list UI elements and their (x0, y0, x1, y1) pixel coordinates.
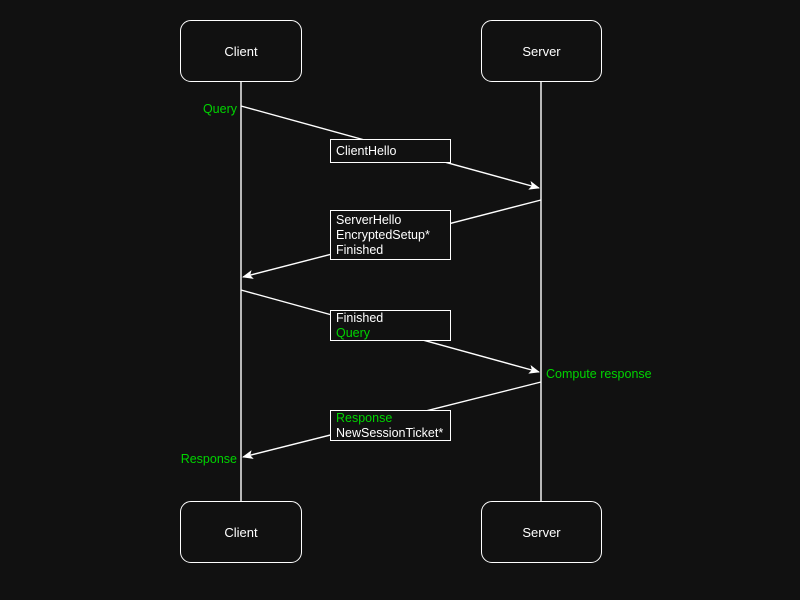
note-query-label: Query (202, 102, 237, 116)
note-response-label: Response (180, 452, 237, 466)
actor-client-top-label: Client (224, 43, 258, 59)
message-box-client-hello[interactable]: ClientHello (330, 139, 451, 163)
note-compute-response: Compute response (546, 367, 652, 381)
message-box-server-hello[interactable]: ServerHello EncryptedSetup* Finished (330, 210, 451, 260)
message-line: EncryptedSetup* (336, 227, 430, 242)
actor-server-top-label: Server (522, 43, 561, 59)
note-response: Response (137, 452, 237, 466)
note-compute-response-label: Compute response (546, 367, 652, 381)
actor-client-bottom[interactable]: Client (180, 501, 302, 563)
message-box-finished-query[interactable]: Finished Query (330, 310, 451, 341)
message-line: NewSessionTicket* (336, 425, 444, 440)
message-box-response-ticket[interactable]: Response NewSessionTicket* (330, 410, 451, 441)
message-line: Query (336, 325, 371, 340)
message-line: Finished (336, 310, 384, 325)
message-line: Response (336, 410, 393, 425)
actor-server-top[interactable]: Server (481, 20, 602, 82)
message-line: ServerHello (336, 212, 402, 227)
actor-client-bottom-label: Client (224, 524, 258, 540)
actor-client-top[interactable]: Client (180, 20, 302, 82)
actor-server-bottom[interactable]: Server (481, 501, 602, 563)
note-query: Query (137, 102, 237, 116)
actor-server-bottom-label: Server (522, 524, 561, 540)
message-line: ClientHello (336, 143, 397, 158)
message-line: Finished (336, 242, 384, 257)
